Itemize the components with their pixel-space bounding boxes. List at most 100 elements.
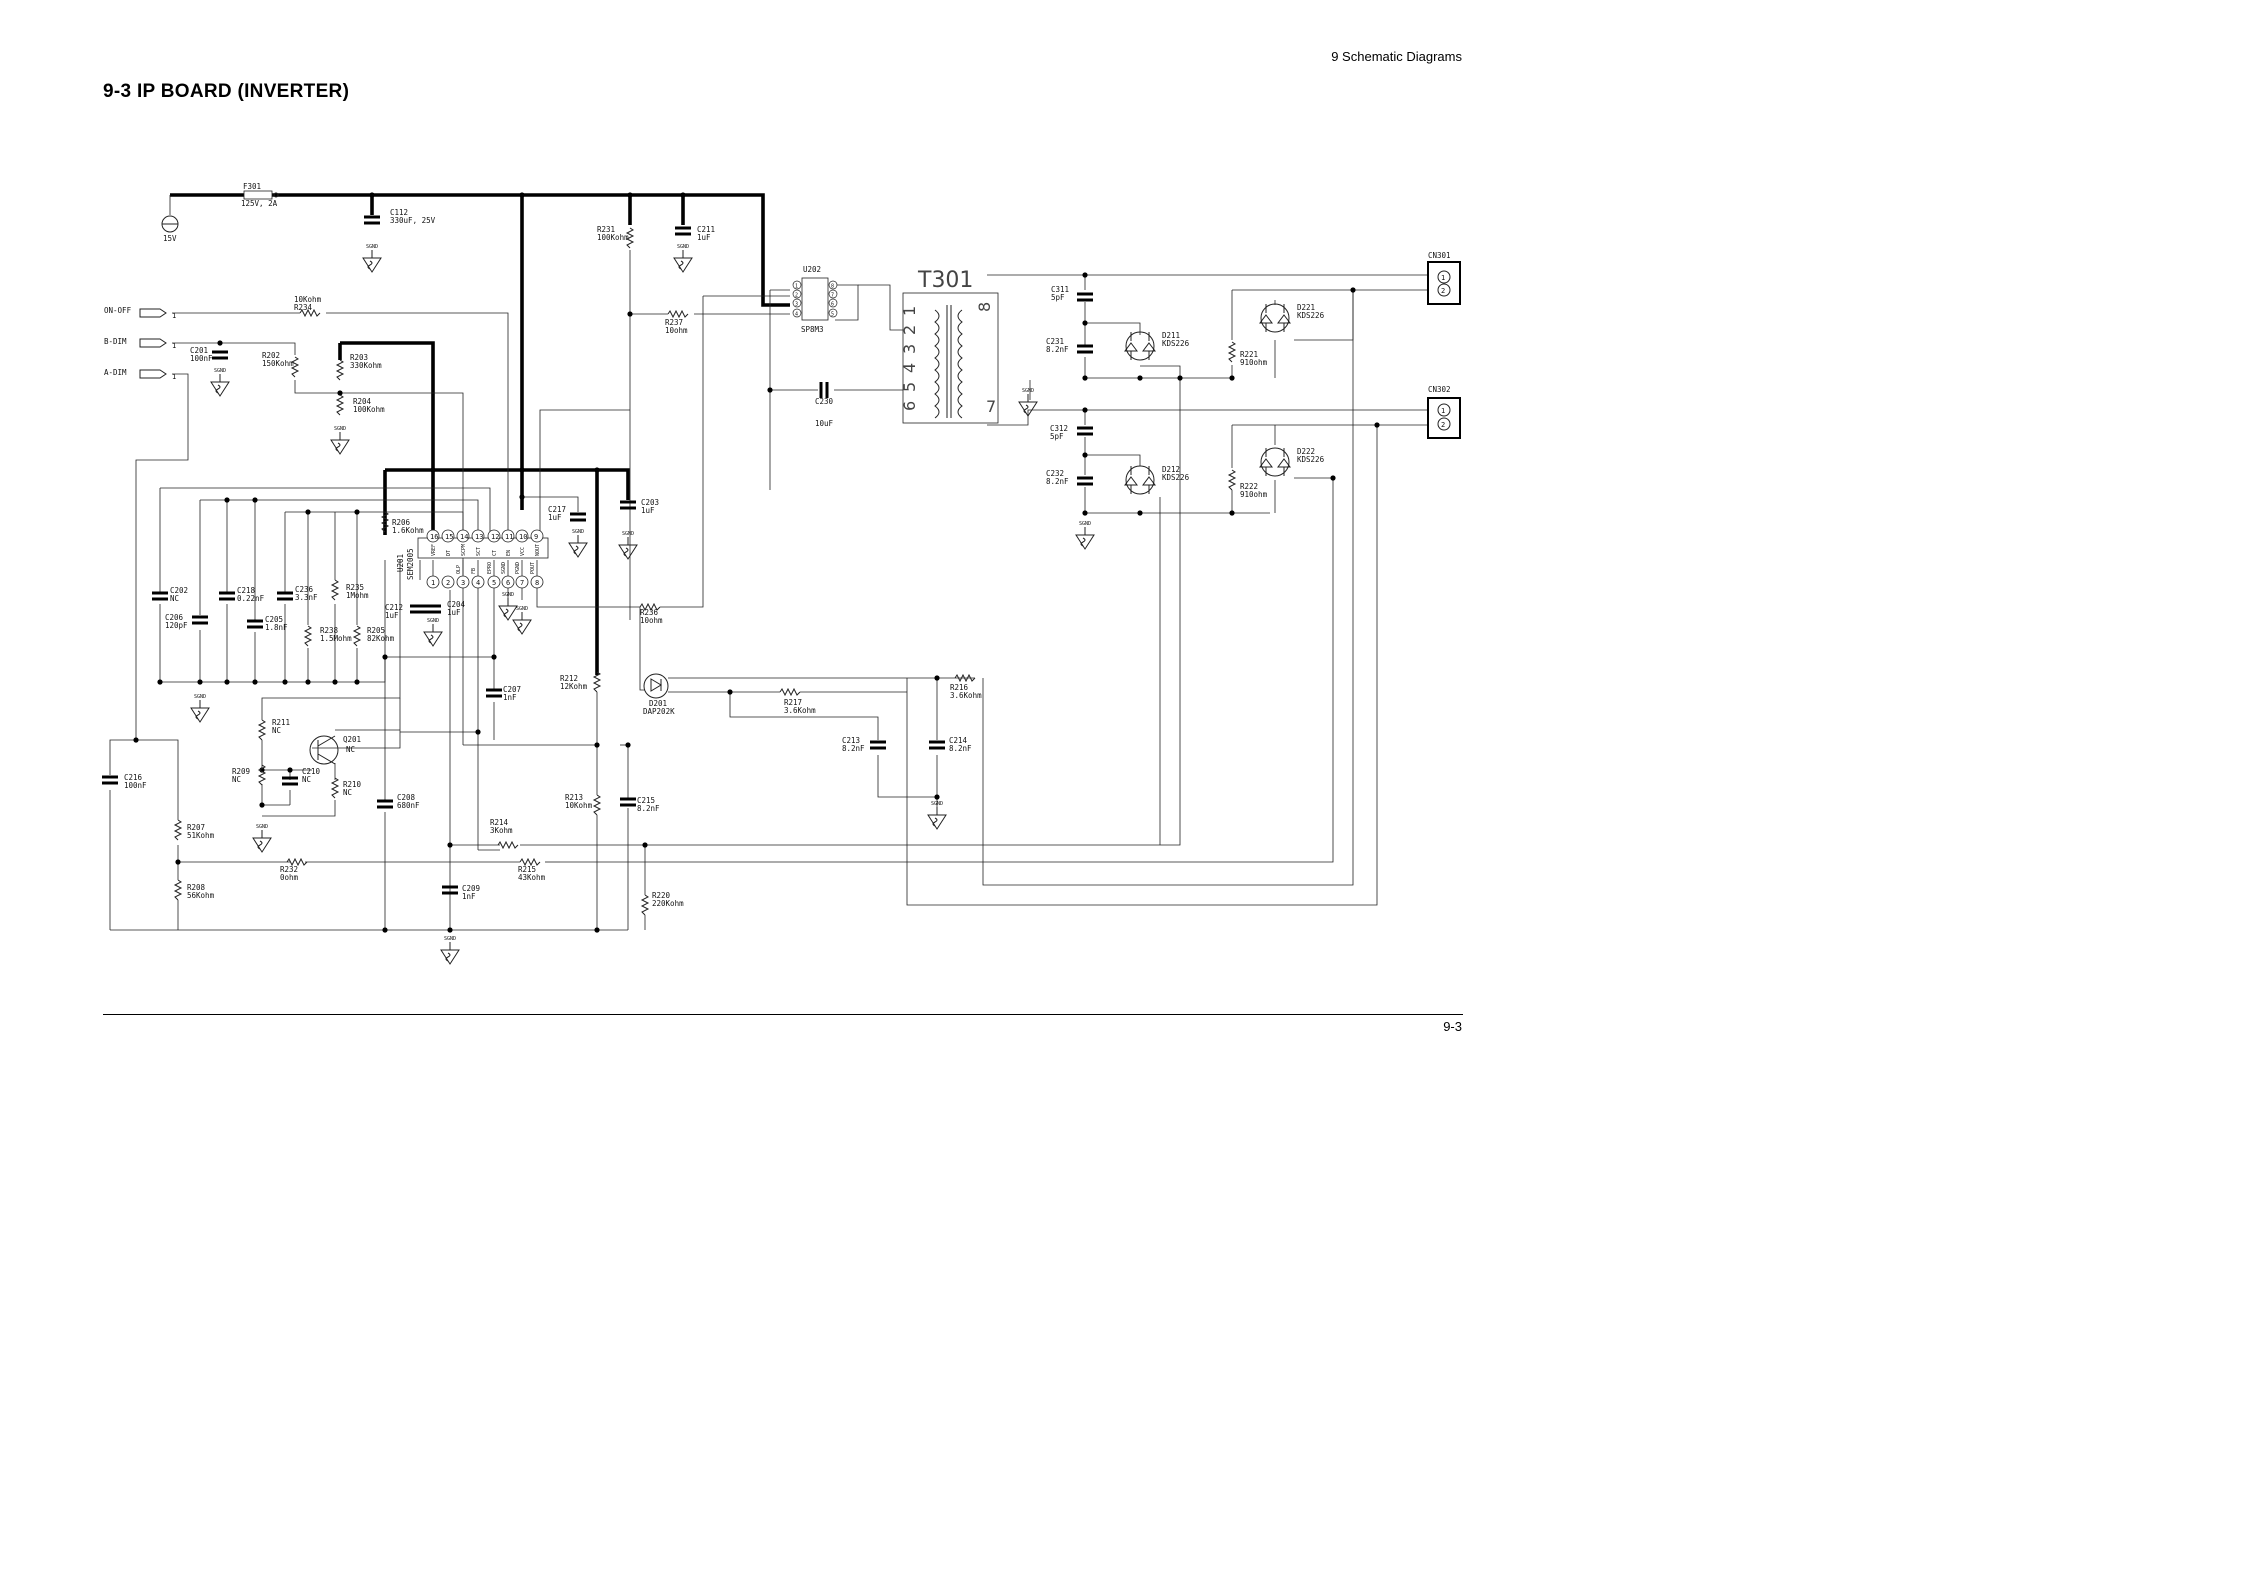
sgnd-label: SGND [444, 936, 456, 942]
c112-value: 330uF, 25V [390, 216, 436, 225]
ic-pin-top: 13 [475, 533, 483, 541]
junction-dot [680, 192, 686, 198]
u202-pin: 6 [831, 302, 834, 308]
r214-ref: R214 [490, 818, 509, 827]
ic-pin-bottom: 3 [461, 579, 465, 587]
ic-pin-bottom: 2 [446, 579, 450, 587]
c208-ref: C208 [397, 793, 416, 802]
ic-sig-bottom: FB [471, 568, 477, 574]
junction-dot [287, 767, 293, 773]
c215-value: 8.2nF [637, 804, 660, 813]
r232-value: 0ohm [280, 873, 299, 882]
d212-value: KDS226 [1162, 473, 1190, 482]
r204-ref: R204 [353, 397, 372, 406]
junction-dot [594, 742, 600, 748]
c209-value: 1nF [462, 892, 476, 901]
b-dim-label: B-DIM [104, 337, 127, 346]
d211-value: KDS226 [1162, 339, 1190, 348]
junction-dot [1137, 510, 1143, 516]
c202-value: NC [170, 594, 179, 603]
u202-pin: 4 [795, 312, 798, 318]
junction-dot [217, 340, 223, 346]
junction-dot [175, 859, 181, 865]
c232-ref: C232 [1046, 469, 1064, 478]
r222-ref: R222 [1240, 482, 1258, 491]
junction-dot [1082, 452, 1088, 458]
sgnd-label: SGND [256, 824, 268, 830]
sgnd-label: SGND [194, 694, 206, 700]
t301-pin: 7 [986, 397, 996, 416]
r235-ref: R235 [346, 583, 364, 592]
c214-ref: C214 [949, 736, 968, 745]
r206-value: 1.6Kohm [392, 526, 424, 535]
q201-ref: Q201 [343, 735, 361, 744]
c236-ref: C236 [295, 585, 314, 594]
ground-symbol: SGND [1075, 521, 1095, 550]
ic-pin-bottom: 7 [520, 579, 524, 587]
junction-dot [133, 737, 139, 743]
svg-text:1: 1 [172, 312, 176, 320]
svg-text:2: 2 [1441, 421, 1445, 429]
ic-sig-top: CT [492, 550, 498, 556]
r205-ref: R205 [367, 626, 385, 635]
ic-pin-top: 15 [445, 533, 453, 541]
supply-15v-symbol: 15V [161, 215, 179, 243]
t301-pin: 4 [900, 363, 919, 373]
page-title: 9-3 IP BOARD (INVERTER) [103, 81, 350, 102]
c205-value: 1.8nF [265, 623, 288, 632]
junction-dot [337, 390, 343, 396]
d201-ref: D201 [649, 699, 667, 708]
c214-value: 8.2nF [949, 744, 972, 753]
r220-ref: R220 [652, 891, 671, 900]
ic-sig-bottom: SGND [501, 562, 507, 574]
junction-dot [1229, 510, 1235, 516]
junction-dot [519, 494, 525, 500]
c213-value: 8.2nF [842, 744, 865, 753]
c203-value: 1uF [641, 506, 655, 515]
junction-dot [305, 509, 311, 515]
r237-value: 10ohm [665, 326, 688, 335]
junction-dot [642, 842, 648, 848]
junction-dot [1137, 375, 1143, 381]
junction-dot [369, 192, 375, 198]
sgnd-label: SGND [427, 618, 439, 624]
junction-dot [519, 467, 525, 473]
c212-ref: C212 [385, 603, 403, 612]
r208-ref: R208 [187, 883, 206, 892]
u202-pin: 2 [795, 293, 798, 299]
r207-ref: R207 [187, 823, 205, 832]
junction-dot [382, 654, 388, 660]
ic-pin-top: 12 [491, 533, 499, 541]
junction-dot [1229, 375, 1235, 381]
junction-dot [252, 679, 258, 685]
ground-symbol: SGND [618, 531, 638, 560]
ic-sig-bottom: PGND [515, 562, 521, 574]
r231-value: 100Kohm [597, 233, 629, 242]
c202-ref: C202 [170, 586, 188, 595]
junction-dot [332, 679, 338, 685]
junction-dot [259, 802, 265, 808]
section-header: 9 Schematic Diagrams [1331, 49, 1462, 64]
c215-ref: C215 [637, 796, 655, 805]
sgnd-label: SGND [572, 529, 584, 535]
r212-ref: R212 [560, 674, 578, 683]
svg-text:1: 1 [1441, 274, 1445, 282]
junction-dot [519, 192, 525, 198]
t301-pin: 3 [900, 344, 919, 354]
